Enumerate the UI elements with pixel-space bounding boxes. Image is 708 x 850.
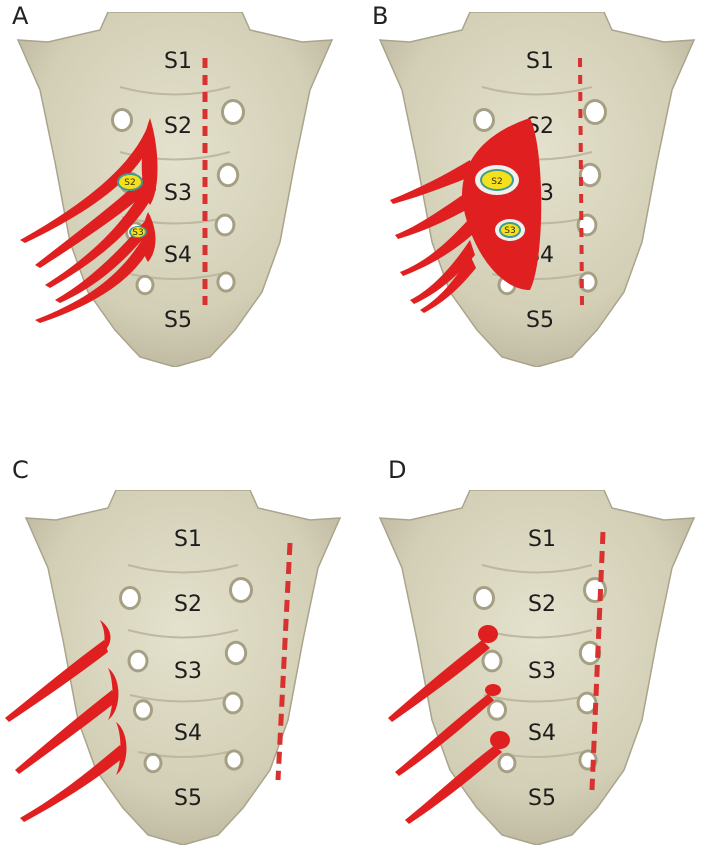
nerve-branch — [405, 745, 502, 824]
right-foramen — [224, 102, 242, 122]
left-foramen — [500, 755, 514, 771]
nerve-branch — [390, 160, 475, 204]
right-foramen — [225, 694, 241, 712]
level-label-s1: S1 — [528, 527, 556, 552]
root-s3 — [131, 227, 145, 237]
level-label-s5: S5 — [528, 786, 556, 811]
nerve-branch — [35, 168, 155, 268]
left-foramen — [138, 277, 152, 293]
root-label-s2: S2 — [124, 178, 135, 188]
nerve-branch — [20, 745, 124, 822]
panel-letter-d: D — [388, 456, 406, 484]
right-foramen — [219, 274, 233, 290]
left-foramen — [122, 589, 138, 607]
level-label-s1: S1 — [526, 49, 554, 74]
panel-letter-b: B — [372, 2, 388, 30]
root-s2 — [482, 171, 512, 189]
nerve-mass — [461, 118, 542, 290]
right-foramen — [227, 643, 245, 663]
nerve-branch — [35, 222, 155, 323]
level-label-s2: S2 — [164, 114, 192, 139]
nerve-crescent — [100, 620, 111, 655]
right-foramen — [581, 274, 595, 290]
left-foramen — [476, 589, 492, 607]
left-foramen — [136, 702, 150, 718]
root-s3 — [501, 224, 519, 236]
left-foramen — [484, 652, 500, 670]
panel-b: BS1S2S3S4S5S2S3 — [372, 2, 695, 367]
left-foramen — [114, 111, 130, 129]
right-foramen — [232, 580, 250, 600]
nerve-branch — [420, 255, 476, 313]
level-label-s2: S2 — [174, 592, 202, 617]
midline-dashed — [275, 542, 293, 781]
nerve-branch — [5, 640, 108, 722]
right-foramen — [227, 752, 241, 768]
left-foramen — [476, 111, 492, 129]
midline-dashed — [578, 57, 584, 306]
nerve-branch — [410, 240, 475, 304]
level-label-s4: S4 — [174, 721, 202, 746]
nerve-branch — [15, 690, 116, 774]
right-foramen — [586, 102, 604, 122]
nerve-root-dot — [485, 684, 501, 696]
level-label-s1: S1 — [164, 49, 192, 74]
level-label-s4: S4 — [528, 721, 556, 746]
nerve-crescent — [116, 722, 127, 775]
root-label-s3: S3 — [504, 226, 515, 236]
nerve-trunk — [142, 212, 156, 262]
panel-letter-c: C — [12, 456, 29, 484]
right-foramen — [581, 165, 599, 185]
right-foramen — [217, 216, 233, 234]
level-label-s5: S5 — [164, 308, 192, 333]
panel-letter-a: A — [12, 2, 29, 30]
right-foramen — [219, 165, 237, 185]
level-label-s3: S3 — [164, 181, 192, 206]
nerve-branch — [395, 694, 494, 776]
level-label-s3: S3 — [528, 659, 556, 684]
right-foramen — [581, 643, 599, 663]
level-label-s2: S2 — [528, 592, 556, 617]
nerve-trunk — [141, 118, 158, 205]
level-label-s1: S1 — [174, 527, 202, 552]
nerve-branch — [395, 190, 475, 239]
level-label-s5: S5 — [526, 308, 554, 333]
midline-dashed — [589, 531, 606, 791]
level-label-s4: S4 — [164, 243, 192, 268]
left-foramen — [146, 755, 160, 771]
nerve-root-dot — [490, 731, 510, 749]
root-label-s2: S2 — [491, 177, 502, 187]
level-label-s3: S3 — [174, 659, 202, 684]
root-s2 — [119, 175, 141, 189]
nerve-branch — [400, 220, 472, 276]
nerve-root-dot — [478, 625, 498, 643]
left-foramen — [490, 702, 504, 718]
nerve-branch — [55, 215, 152, 303]
left-foramen — [130, 652, 146, 670]
nerve-branch — [388, 640, 490, 722]
root-label-s3: S3 — [132, 228, 143, 238]
level-label-s5: S5 — [174, 786, 202, 811]
right-foramen — [579, 694, 595, 712]
